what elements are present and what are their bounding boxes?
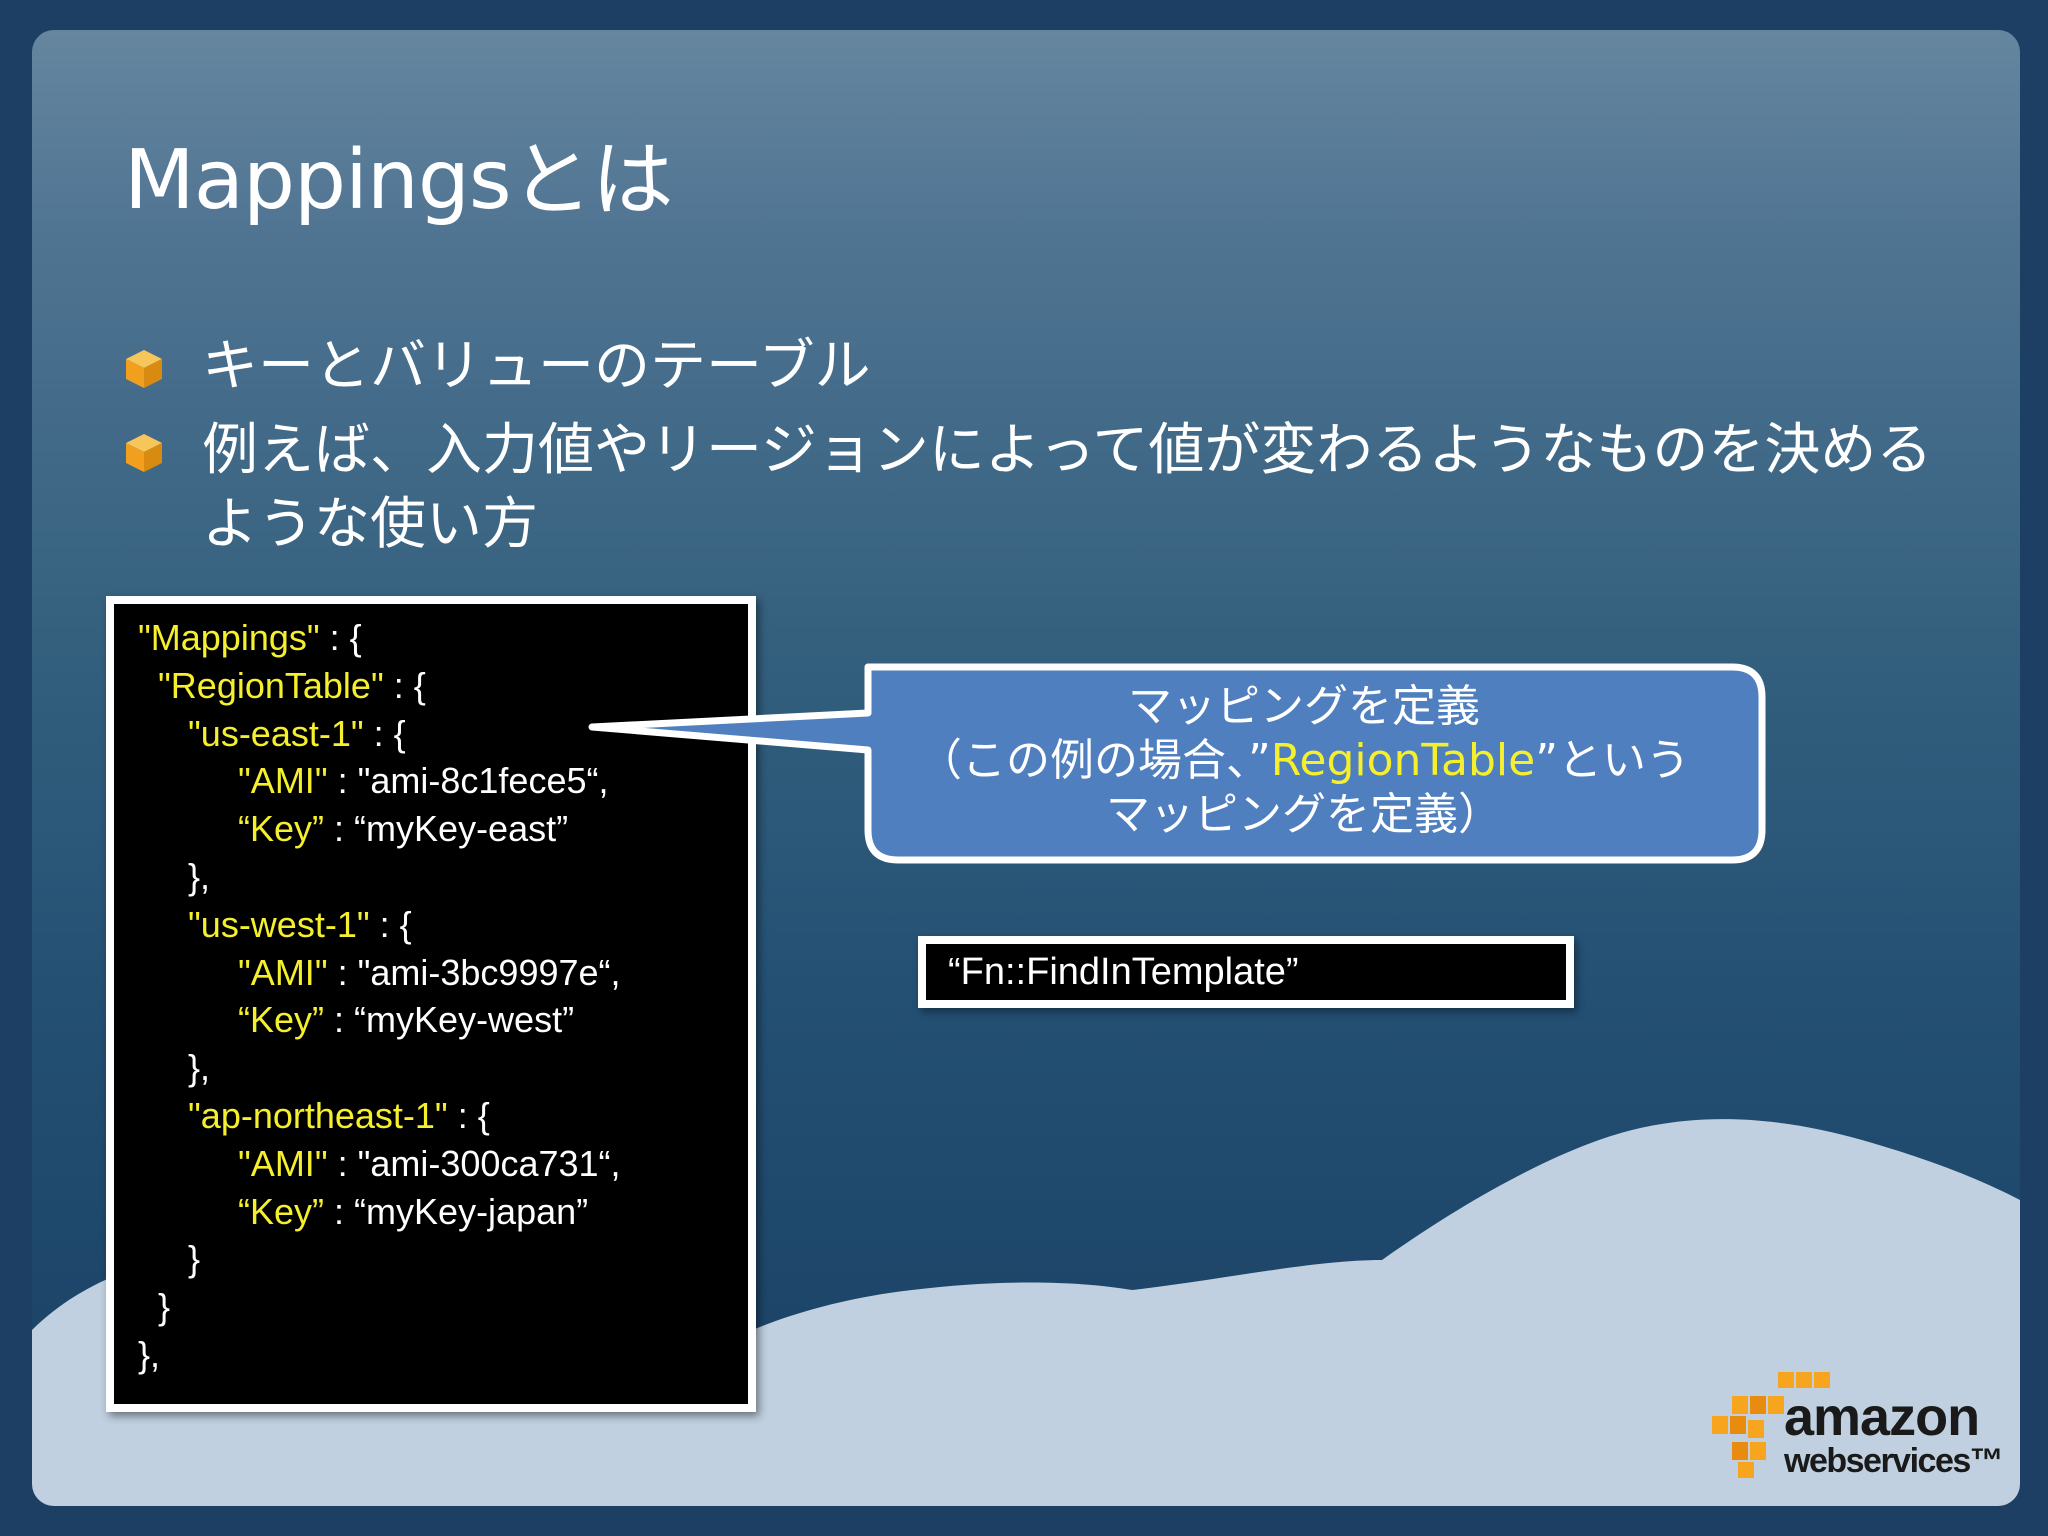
callout-line: （この例の場合、”RegionTable”という [917,735,1690,786]
code-key: "AMI" [238,760,328,802]
aws-logo-webservices: webservices™ [1784,1442,2004,1480]
code-line: “Key” : “myKey-east” [238,808,569,850]
callout-highlight: RegionTable [1270,735,1536,786]
callout-line: マッピングを定義 [1128,681,1480,732]
bullet-item: キーとバリューのテーブル [120,330,1970,404]
code-key: "AMI" [238,951,328,993]
code-key: "AMI" [238,1142,328,1184]
cube-bullet-icon [126,350,162,388]
bullet-text: 例えば、入力値やリージョンによって値が変わるようなものを決めるような使い方 [202,418,1933,557]
code-key: “Key” [238,1190,325,1232]
code-key: "us-east-1" [188,712,364,754]
cube-bullet-icon [126,434,162,472]
code-line: "AMI" : "ami-8c1fece5“, [238,760,609,802]
code-key: "ap-northeast-1" [188,1094,448,1136]
code-line: }, [188,855,211,897]
code-line: “Key” : “myKey-japan” [238,1190,589,1232]
callout-text: マッピングを定義 （この例の場合、”RegionTable”という マッピングを… [844,680,1764,842]
code-key: “Key” [238,999,325,1041]
code-line: "AMI" : "ami-3bc9997e“, [238,951,621,993]
code-line: "Mappings" : { [138,617,362,658]
code-line: "us-east-1" : { [188,712,406,754]
bullet-text: キーとバリューのテーブル [202,334,871,399]
code-line: }, [188,1047,211,1089]
code-line: “Key” : “myKey-west” [238,999,575,1041]
aws-logo-amazon: amazon [1784,1387,1980,1447]
callout-line: マッピングを定義） [1106,789,1502,840]
code-line: "ap-northeast-1" : { [188,1094,490,1136]
code-key: "RegionTable" [158,664,384,706]
slide: Mappingsとは キーとバリューのテーブル 例えば、入力値やリージョンによっ… [32,30,2020,1506]
code-line: "us-west-1" : { [188,903,412,945]
slide-title: Mappingsとは [124,133,674,228]
code-block: "Mappings" : { "RegionTable" : { "us-eas… [106,596,756,1412]
code-key: "Mappings" [138,617,320,658]
code-key: "us-west-1" [188,903,370,945]
bullet-list: キーとバリューのテーブル 例えば、入力値やリージョンによって値が変わるようなもの… [120,330,1970,572]
aws-cubes-icon [1712,1372,1830,1478]
bullet-item: 例えば、入力値やリージョンによって値が変わるようなものを決めるような使い方 [120,414,1970,562]
function-name-box: “Fn::FindInTemplate” [918,936,1574,1008]
code-line: } [158,1286,171,1328]
code-line: "RegionTable" : { [158,664,426,706]
code-line: }, [138,1333,161,1375]
code-line: "AMI" : "ami-300ca731“, [238,1142,621,1184]
code-line: } [188,1238,201,1280]
code-key: “Key” [238,808,325,850]
